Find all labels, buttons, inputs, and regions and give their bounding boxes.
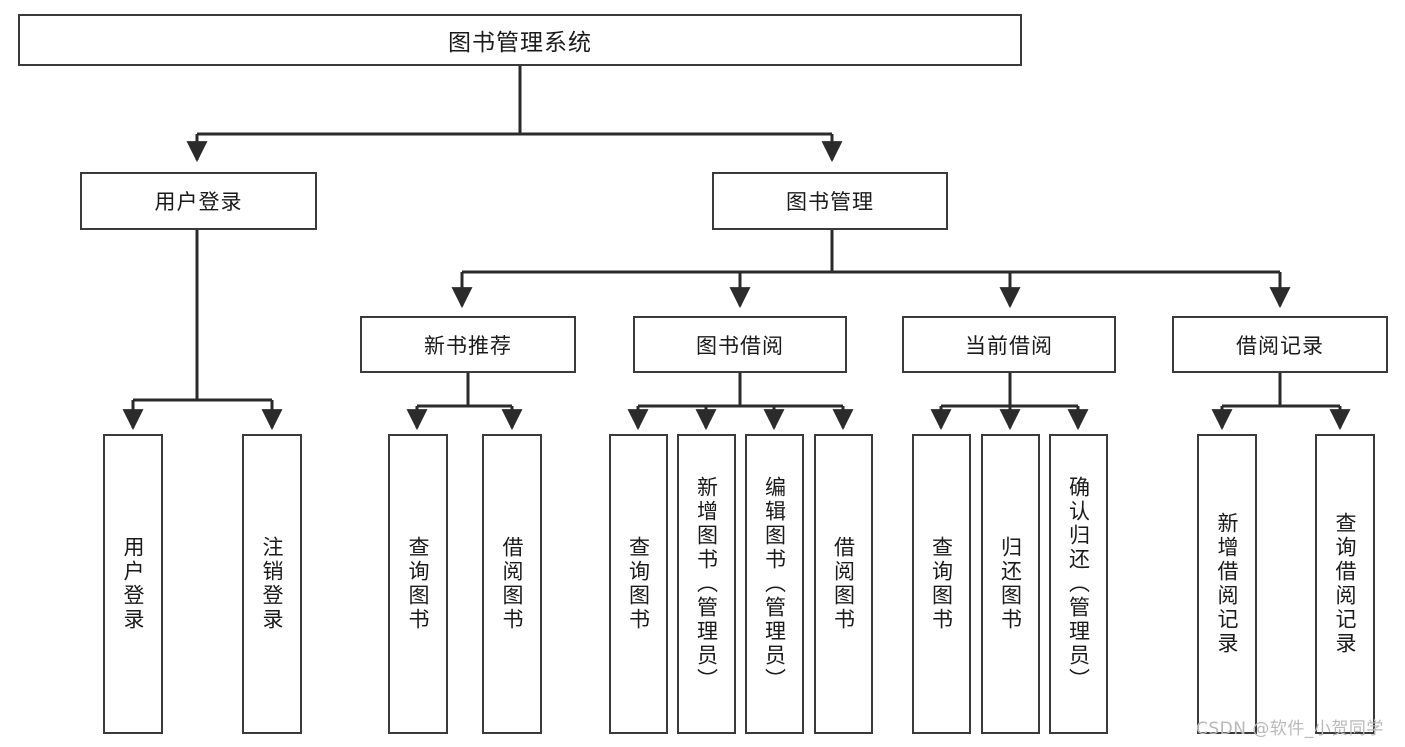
leaf-current-return-book[interactable]: 归还图书	[981, 434, 1040, 734]
leaf-label: 借阅图书	[500, 536, 525, 632]
leaf-label: 查询借阅记录	[1333, 512, 1358, 656]
leaf-label: 查询图书	[929, 536, 954, 632]
leaf-label: 借阅图书	[831, 536, 856, 632]
leaf-borrow-edit-book-admin[interactable]: 编辑图书（管理员）	[745, 434, 804, 734]
node-book-management[interactable]: 图书管理	[712, 172, 948, 230]
leaf-label: 新增图书（管理员）	[694, 476, 719, 692]
leaf-label: 注销登录	[260, 536, 285, 632]
leaf-recommend-borrow-book[interactable]: 借阅图书	[482, 434, 542, 734]
node-user-login[interactable]: 用户登录	[80, 172, 317, 230]
leaf-label: 用户登录	[121, 536, 146, 632]
leaf-label: 查询图书	[406, 536, 431, 632]
leaf-record-add-record[interactable]: 新增借阅记录	[1197, 434, 1257, 734]
leaf-label: 归还图书	[998, 536, 1023, 632]
leaf-label: 新增借阅记录	[1215, 512, 1240, 656]
leaf-borrow-query-book[interactable]: 查询图书	[609, 434, 668, 734]
leaf-current-confirm-return-admin[interactable]: 确认归还（管理员）	[1049, 434, 1108, 734]
node-new-book-recommend[interactable]: 新书推荐	[360, 316, 576, 373]
node-borrow-record[interactable]: 借阅记录	[1172, 316, 1388, 373]
node-book-borrow[interactable]: 图书借阅	[633, 316, 847, 373]
leaf-user-login-login[interactable]: 用户登录	[103, 434, 163, 734]
csdn-watermark: CSDN @软件_小贺同学	[1196, 719, 1384, 739]
leaf-borrow-borrow-book[interactable]: 借阅图书	[814, 434, 873, 734]
leaf-user-login-logout[interactable]: 注销登录	[242, 434, 302, 734]
leaf-borrow-add-book-admin[interactable]: 新增图书（管理员）	[677, 434, 736, 734]
leaf-record-query-record[interactable]: 查询借阅记录	[1315, 434, 1375, 734]
leaf-current-query-book[interactable]: 查询图书	[912, 434, 971, 734]
leaf-recommend-query-book[interactable]: 查询图书	[388, 434, 448, 734]
leaf-label: 查询图书	[626, 536, 651, 632]
leaf-label: 编辑图书（管理员）	[762, 476, 787, 692]
node-root-system[interactable]: 图书管理系统	[18, 14, 1022, 66]
leaf-label: 确认归还（管理员）	[1066, 476, 1091, 692]
node-current-borrow[interactable]: 当前借阅	[902, 316, 1116, 373]
